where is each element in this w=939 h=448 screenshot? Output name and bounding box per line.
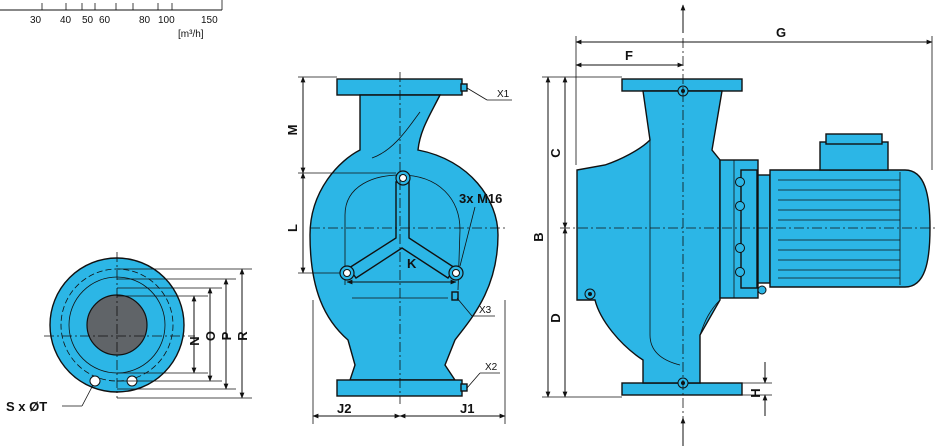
tick-label-100: 100	[158, 15, 175, 26]
pump-casing-front	[576, 90, 723, 384]
dim-label-l: L	[285, 224, 300, 232]
y-support	[348, 181, 456, 279]
flange-view: N O P R S x ØT	[6, 252, 252, 414]
dim-label-n: N	[187, 336, 202, 345]
dim-label-c: C	[548, 148, 563, 158]
port-label-x2: X2	[485, 362, 498, 373]
terminal-box	[819, 141, 889, 171]
port-x1-plug	[460, 83, 468, 92]
dim-label-h: H	[748, 388, 763, 397]
tick-label-40: 40	[60, 15, 72, 26]
tick-label-60: 60	[99, 15, 111, 26]
bottom-flange	[336, 379, 463, 397]
port-label-x1: X1	[497, 89, 510, 100]
tick-label-50: 50	[82, 15, 94, 26]
bolt-hole	[89, 375, 101, 387]
motor-flange	[757, 174, 771, 284]
bolt-label: 3x M16	[459, 191, 502, 206]
dim-label-d: D	[548, 313, 563, 322]
port-x3-plug	[451, 291, 459, 301]
dim-label-j2: J2	[337, 401, 351, 416]
top-flange	[336, 78, 463, 96]
motor-cooling-fins	[778, 172, 901, 285]
pump-side-view: M L K J2 J1 3x M16 X1 X2 X3	[285, 72, 512, 424]
dim-label-k: K	[407, 256, 417, 271]
holes-label: S x ØT	[6, 399, 47, 414]
dim-label-p: P	[219, 331, 234, 340]
dim-label-r: R	[235, 331, 250, 341]
dim-label-b: B	[531, 232, 546, 241]
port-x2-plug	[460, 383, 468, 392]
pump-front-view: G F B C D H	[531, 4, 936, 446]
terminal-box-lid	[825, 133, 883, 145]
dim-label-f: F	[625, 48, 633, 63]
motor-body	[769, 169, 931, 288]
axis-fragment: 30 40 50 60 80 100 150 [m³/h]	[0, 0, 223, 40]
dim-label-m: M	[285, 125, 300, 136]
tick-label-150: 150	[201, 15, 218, 26]
dim-label-o: O	[203, 331, 218, 341]
port-label-x3: X3	[479, 305, 492, 316]
unit-label: [m³/h]	[178, 29, 204, 40]
coupling-plate	[740, 169, 758, 289]
dim-label-j1: J1	[460, 401, 474, 416]
tick-label-80: 80	[139, 15, 151, 26]
dim-label-g: G	[776, 25, 786, 40]
tick-label-30: 30	[30, 15, 42, 26]
